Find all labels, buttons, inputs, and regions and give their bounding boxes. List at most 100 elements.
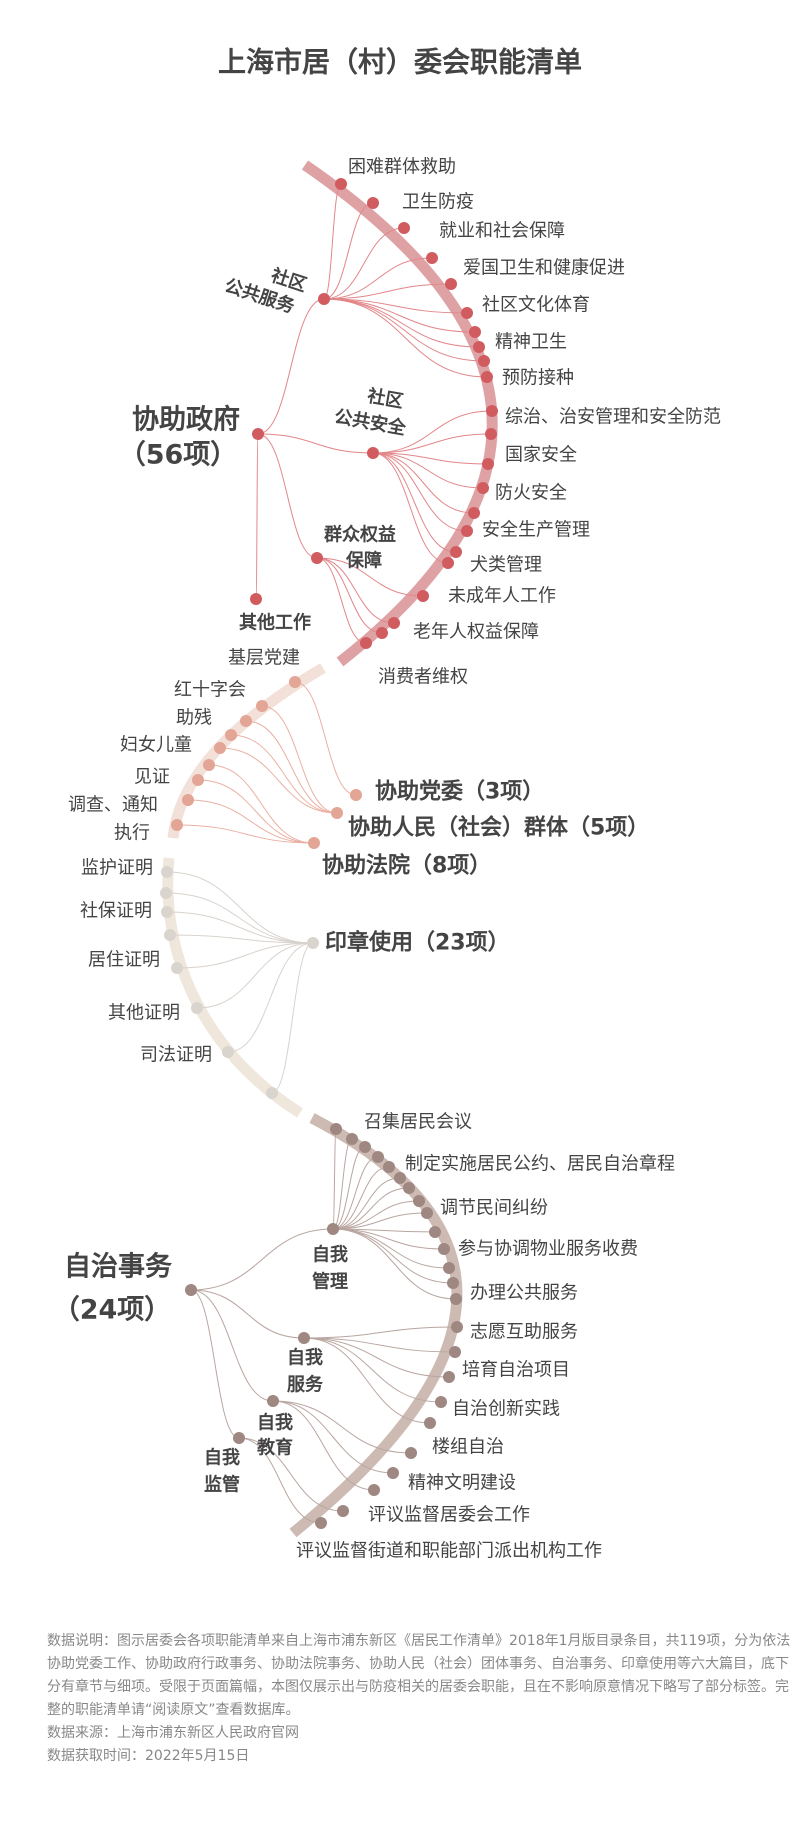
leaf-node xyxy=(225,729,237,741)
link-line xyxy=(303,1337,456,1353)
leaf-label: 红十字会 xyxy=(174,680,246,701)
leaf-node xyxy=(473,341,485,353)
leaf-label: 犬类管理 xyxy=(470,555,542,576)
link-line xyxy=(257,298,325,435)
hub-node xyxy=(308,837,320,849)
link-line xyxy=(166,871,314,944)
leaf-label: 召集居民会议 xyxy=(364,1112,472,1133)
leaf-node xyxy=(435,1396,447,1408)
leaf-node xyxy=(360,637,372,649)
link-line xyxy=(332,1146,366,1230)
link-line xyxy=(323,298,488,378)
leaf-label: 安全生产管理 xyxy=(482,520,590,541)
leaf-node xyxy=(315,1517,327,1529)
autonomy-label: 自治事务 xyxy=(64,1251,172,1283)
leaf-label: 综治、治安管理和安全防范 xyxy=(505,407,721,428)
hub-node xyxy=(250,593,262,605)
leaf-node xyxy=(417,590,429,602)
leaf-node xyxy=(461,525,473,537)
link-line xyxy=(257,433,318,559)
leaf-node xyxy=(240,715,252,727)
leaf-label: 基层党建 xyxy=(228,648,300,669)
leaf-label: 楼组自治 xyxy=(432,1437,504,1458)
link-line xyxy=(303,1337,431,1424)
leaf-label: 评议监督居委会工作 xyxy=(368,1505,530,1526)
leaf-label: 社区文化体育 xyxy=(482,295,590,316)
leaf-node xyxy=(424,1417,436,1429)
leaf-label: 监护证明 xyxy=(81,858,153,879)
leaf-label: 培育自治项目 xyxy=(462,1360,570,1381)
nodes xyxy=(160,178,498,1529)
leaf-node xyxy=(413,1195,425,1207)
link-line xyxy=(372,452,468,532)
assist-arc xyxy=(167,663,326,839)
link-line xyxy=(323,202,374,300)
leaf-node xyxy=(403,1182,415,1194)
leaf-node xyxy=(372,1151,384,1163)
leaf-node xyxy=(376,627,388,639)
leaf-node xyxy=(398,222,410,234)
link-line xyxy=(190,1289,305,1339)
seal-arc xyxy=(162,857,303,1118)
leaf-label: 精神文明建设 xyxy=(408,1473,516,1494)
leaf-label: 调节民间纠纷 xyxy=(440,1198,548,1219)
leaf-node xyxy=(387,1467,399,1479)
leaf-node xyxy=(461,307,473,319)
leaf-node xyxy=(426,252,438,264)
hub-node xyxy=(252,428,264,440)
link-line xyxy=(272,1400,375,1491)
leaf-label: 司法证明 xyxy=(140,1045,212,1066)
link-line xyxy=(272,1400,412,1454)
leaf-label: 妇女儿童 xyxy=(120,735,192,756)
link-line xyxy=(196,942,314,1009)
leaf-label: 老年人权益保障 xyxy=(413,622,539,643)
leaf-label: 调查、通知 xyxy=(68,795,158,816)
subgroup-label: 自我 xyxy=(257,1412,293,1434)
leaf-node xyxy=(346,1133,358,1145)
link-line xyxy=(166,911,314,944)
leaf-node xyxy=(222,1046,234,1058)
leaf-label: 就业和社会保障 xyxy=(439,221,565,242)
links xyxy=(165,183,493,1524)
seal-label: 印章使用（23项） xyxy=(325,930,510,956)
leaf-label: 见证 xyxy=(134,767,170,788)
leaf-node xyxy=(445,278,457,290)
link-line xyxy=(332,1212,428,1230)
subgroup-label: 监管 xyxy=(204,1474,240,1496)
link-line xyxy=(303,1337,442,1403)
hub-node xyxy=(185,1284,197,1296)
leaf-node xyxy=(438,1243,450,1255)
leaf-label: 评议监督街道和职能部门派出机构工作 xyxy=(296,1541,602,1562)
link-line xyxy=(165,892,314,944)
leaf-node xyxy=(421,1207,433,1219)
link-line xyxy=(316,557,367,644)
leaf-label: 制定实施居民公约、居民自治章程 xyxy=(405,1154,675,1175)
link-line xyxy=(187,799,315,844)
link-line xyxy=(190,1289,274,1402)
leaf-node xyxy=(469,326,481,338)
data-note: 数据说明：图示居委会各项职能清单来自上海市浦东新区《居民工作清单》2018年1月… xyxy=(47,1633,791,1718)
leaf-node xyxy=(477,482,489,494)
link-line xyxy=(176,824,315,844)
hub-node xyxy=(350,789,362,801)
gov-label: 协助政府 xyxy=(132,404,240,436)
leaf-label: 居住证明 xyxy=(88,950,160,971)
leaf-node xyxy=(447,1277,459,1289)
leaf-node xyxy=(481,371,493,383)
link-line xyxy=(323,257,433,300)
leaf-node xyxy=(485,428,497,440)
link-line xyxy=(332,1128,337,1230)
leaf-node xyxy=(171,819,183,831)
hub-node xyxy=(331,807,343,819)
leaf-label: 社保证明 xyxy=(80,901,152,922)
leaf-label: 其他证明 xyxy=(108,1003,180,1024)
link-line xyxy=(316,557,424,597)
link-line xyxy=(316,557,395,624)
leaf-node xyxy=(330,1123,342,1135)
hub-node xyxy=(311,552,323,564)
leaf-label: 参与协调物业服务收费 xyxy=(458,1239,638,1260)
other-work-label: 其他工作 xyxy=(239,612,311,634)
link-line xyxy=(372,452,457,553)
leaf-label: 困难群体救助 xyxy=(348,157,456,178)
leaf-node xyxy=(182,794,194,806)
